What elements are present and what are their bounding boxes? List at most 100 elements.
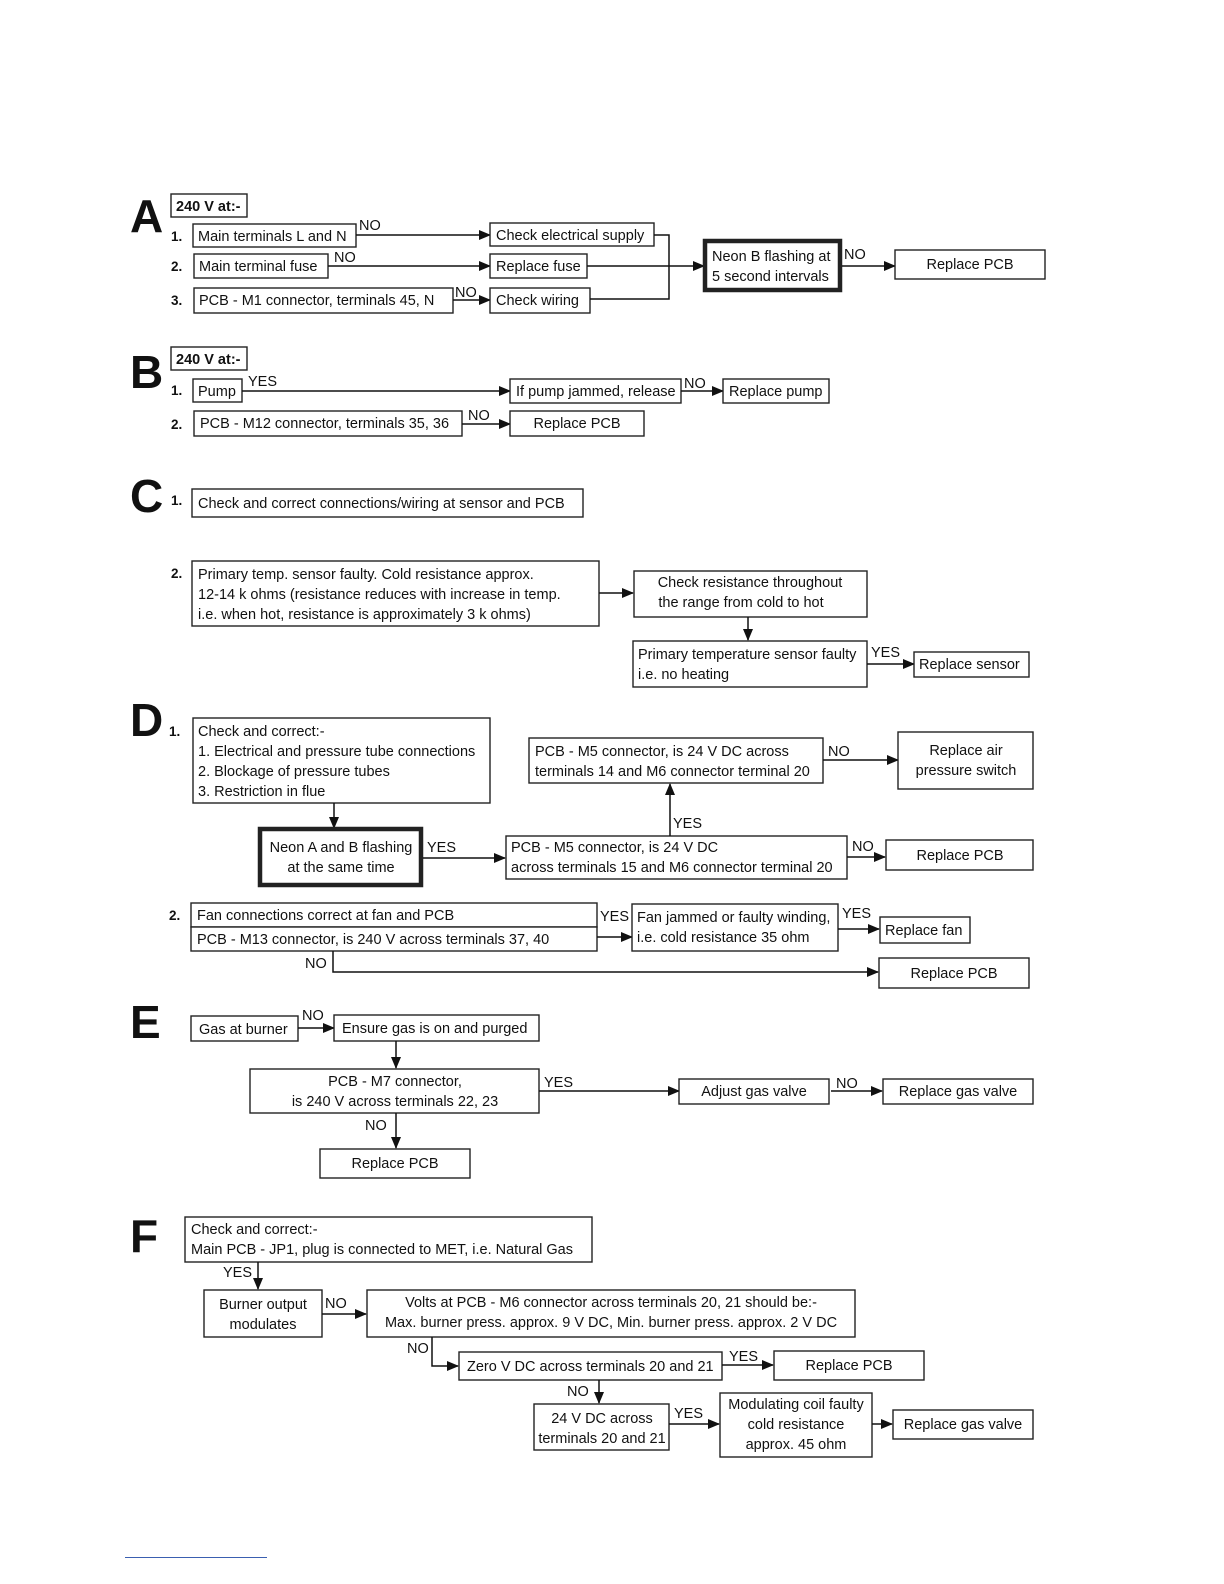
section-d-m5b-result-line2: pressure switch <box>916 763 1017 779</box>
section-a-item3-text: PCB - M1 connector, terminals 45, N <box>199 293 434 309</box>
section-e-replace-valve-box <box>882 1078 1034 1105</box>
section-d-m5b-box <box>528 737 824 784</box>
section-e-letter: E <box>130 996 161 1048</box>
section-c-check-box <box>633 570 868 618</box>
section-f: F Check and correct:- Main PCB - JP1, pl… <box>130 1210 1034 1458</box>
section-b-item2-number: 2. <box>171 417 182 432</box>
section-f-replace-pcb-box <box>773 1350 925 1381</box>
section-d-neon-line2: at the same time <box>287 860 394 876</box>
section-d-item1-number: 1. <box>169 724 180 739</box>
section-b-item1-no: NO <box>684 376 706 392</box>
section-d-m5b-line1: PCB - M5 connector, is 24 V DC across <box>535 744 789 760</box>
section-e-ensure-box <box>333 1014 540 1042</box>
section-d-fan-row1: Fan connections correct at fan and PCB <box>197 908 454 924</box>
section-d-check-line1: Check and correct:- <box>198 724 325 740</box>
section-c-item2-line2: 12-14 k ohms (resistance reduces with in… <box>198 587 561 603</box>
section-c-item1-number: 1. <box>171 493 182 508</box>
section-d-neon-box <box>257 826 424 888</box>
section-f-volts-box <box>366 1289 856 1338</box>
section-d-fan-jammed-line1: Fan jammed or faulty winding, <box>637 910 830 926</box>
section-c: C 1. Check and correct connections/wirin… <box>130 470 1030 688</box>
section-e-no1: NO <box>302 1008 324 1024</box>
section-b-letter: B <box>130 346 163 398</box>
section-c-faulty-yes: YES <box>871 645 900 661</box>
section-b-item2-result-box <box>509 410 645 437</box>
section-b-item1-text: Pump <box>198 384 236 400</box>
section-f-yes2: YES <box>729 1349 758 1365</box>
section-b-item1-result: Replace pump <box>729 384 823 400</box>
section-e-replace-pcb: Replace PCB <box>351 1156 438 1172</box>
section-b-item2-no: NO <box>468 408 490 424</box>
section-f-burner-line1: Burner output <box>219 1297 307 1313</box>
section-b-item1-yes: YES <box>248 374 277 390</box>
section-e-no3: NO <box>365 1118 387 1134</box>
section-d-item2-number: 2. <box>169 908 180 923</box>
section-b-item2-text: PCB - M12 connector, terminals 35, 36 <box>200 416 449 432</box>
section-c-letter: C <box>130 470 163 522</box>
section-f-v24-box <box>533 1403 670 1451</box>
section-d-fan-jammed-box <box>631 903 839 952</box>
section-a-header: 240 V at:- <box>176 199 241 215</box>
section-f-no1: NO <box>325 1296 347 1312</box>
section-b-item1-number: 1. <box>171 383 182 398</box>
section-d-m5b-result-box <box>897 731 1034 790</box>
section-c-faulty-line1: Primary temperature sensor faulty <box>638 647 857 663</box>
section-f-zero: Zero V DC across terminals 20 and 21 <box>467 1359 714 1375</box>
section-e-gas: Gas at burner <box>199 1022 288 1038</box>
section-a-neon-no: NO <box>844 247 866 263</box>
section-e-ensure: Ensure gas is on and purged <box>342 1021 527 1037</box>
section-d-check-line2: 1. Electrical and pressure tube connecti… <box>198 744 475 760</box>
section-a-replace-box <box>894 249 1046 280</box>
section-d-fan-result-box <box>879 916 971 944</box>
section-a-item1-text: Main terminals L and N <box>198 229 347 245</box>
section-a-item2-action-box <box>489 253 588 279</box>
section-c-faulty-line2: i.e. no heating <box>638 667 729 683</box>
section-c-faulty-box <box>632 640 868 688</box>
section-d-check-line3: 2. Blockage of pressure tubes <box>198 764 390 780</box>
section-e-yes: YES <box>544 1075 573 1091</box>
section-d-no-result: Replace PCB <box>910 966 997 982</box>
section-a-item2-number: 2. <box>171 259 182 274</box>
section-d-m5a-yes: YES <box>673 816 702 832</box>
section-a-header-box <box>170 193 248 218</box>
section-d-no-result-box <box>878 957 1030 989</box>
section-f-coil-line1: Modulating coil faulty <box>728 1397 864 1413</box>
section-d-m5b-result-line1: Replace air <box>929 743 1003 759</box>
section-c-check-line2: the range from cold to hot <box>658 595 823 611</box>
section-a-item3-number: 3. <box>171 293 182 308</box>
section-a-item3-no: NO <box>455 285 477 301</box>
section-e-no2: NO <box>836 1076 858 1092</box>
section-a: A 240 V at:- 1. Main terminals L and N N… <box>130 190 1046 314</box>
section-e-replace-pcb-box <box>319 1148 471 1179</box>
section-a-item2-no: NO <box>334 250 356 266</box>
section-c-item2-number: 2. <box>171 566 182 581</box>
section-e-m7-box <box>249 1068 540 1114</box>
section-d-fan-row2-box <box>190 926 598 952</box>
section-d-neon-line1: Neon A and B flashing <box>270 840 413 856</box>
section-a-item1-number: 1. <box>171 229 182 244</box>
section-d-fan-result: Replace fan <box>885 923 962 939</box>
section-b-item2-result: Replace PCB <box>533 416 620 432</box>
section-a-neon-line1: Neon B flashing at <box>712 249 831 265</box>
section-d-m5b-line2: terminals 14 and M6 connector terminal 2… <box>535 764 810 780</box>
section-d-check-line4: 3. Restriction in flue <box>198 784 325 800</box>
section-a-item2-text: Main terminal fuse <box>199 259 317 275</box>
section-d-fan-row1-box <box>190 902 598 928</box>
section-d: D 1. Check and correct:- 1. Electrical a… <box>130 694 1034 989</box>
section-b-header: 240 V at:- <box>176 352 241 368</box>
section-e-adjust: Adjust gas valve <box>701 1084 807 1100</box>
section-e-replace-valve: Replace gas valve <box>899 1084 1018 1100</box>
section-f-replace-pcb: Replace PCB <box>805 1358 892 1374</box>
section-f-v24-line1: 24 V DC across <box>551 1411 653 1427</box>
section-f-yes1: YES <box>223 1265 252 1281</box>
section-d-m5b-no: NO <box>828 744 850 760</box>
section-f-volts-line2: Max. burner press. approx. 9 V DC, Min. … <box>385 1315 837 1331</box>
section-a-neon-box <box>702 238 843 293</box>
section-c-result: Replace sensor <box>919 657 1020 673</box>
section-e-adjust-box <box>678 1078 830 1105</box>
section-d-fan-yes: YES <box>600 909 629 925</box>
section-d-m5a-no: NO <box>852 839 874 855</box>
section-f-burner-box <box>203 1289 323 1338</box>
section-c-item2-line3: i.e. when hot, resistance is approximate… <box>198 607 531 623</box>
